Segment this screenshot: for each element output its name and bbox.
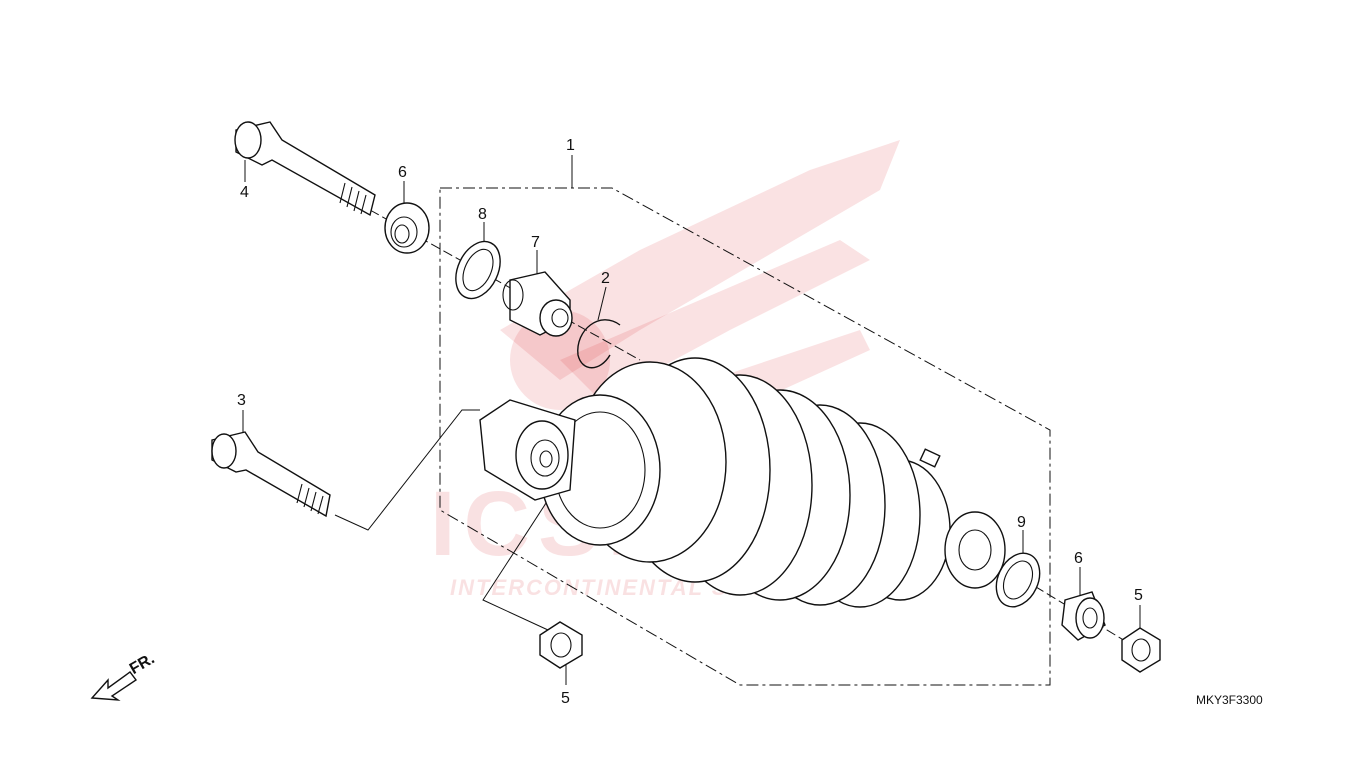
- direction-arrow: FR.: [90, 650, 158, 701]
- callout-5-right: 5: [1134, 587, 1143, 604]
- diagram-code: MKY3F3300: [1196, 693, 1263, 707]
- callout-4: 4: [240, 184, 249, 201]
- dust-seal-lower: [995, 552, 1041, 608]
- callout-6-right: 6: [1074, 550, 1083, 567]
- nut-right: [1121, 627, 1161, 673]
- lower-bolt: [211, 431, 331, 518]
- upper-bolt: [234, 121, 376, 217]
- upper-bushing: [502, 271, 573, 337]
- shock-absorber: [479, 357, 1006, 608]
- collar-left: [384, 202, 430, 254]
- callout-3: 3: [237, 392, 246, 409]
- callout-1: 1: [566, 137, 575, 154]
- callout-5-lower: 5: [561, 690, 570, 707]
- assembly-outline: [439, 187, 1051, 686]
- nut-lower-left: [539, 621, 583, 669]
- callout-labels: 1 2 3 4 5 5 6 6 7 8 9: [237, 137, 1143, 707]
- callout-2: 2: [601, 270, 610, 287]
- dust-seal-upper: [455, 240, 501, 300]
- callout-7: 7: [531, 234, 540, 251]
- callout-9: 9: [1017, 514, 1026, 531]
- circlip: [577, 319, 621, 369]
- callout-8: 8: [478, 206, 487, 223]
- callout-6-left: 6: [398, 164, 407, 181]
- collar-right: [1061, 591, 1106, 641]
